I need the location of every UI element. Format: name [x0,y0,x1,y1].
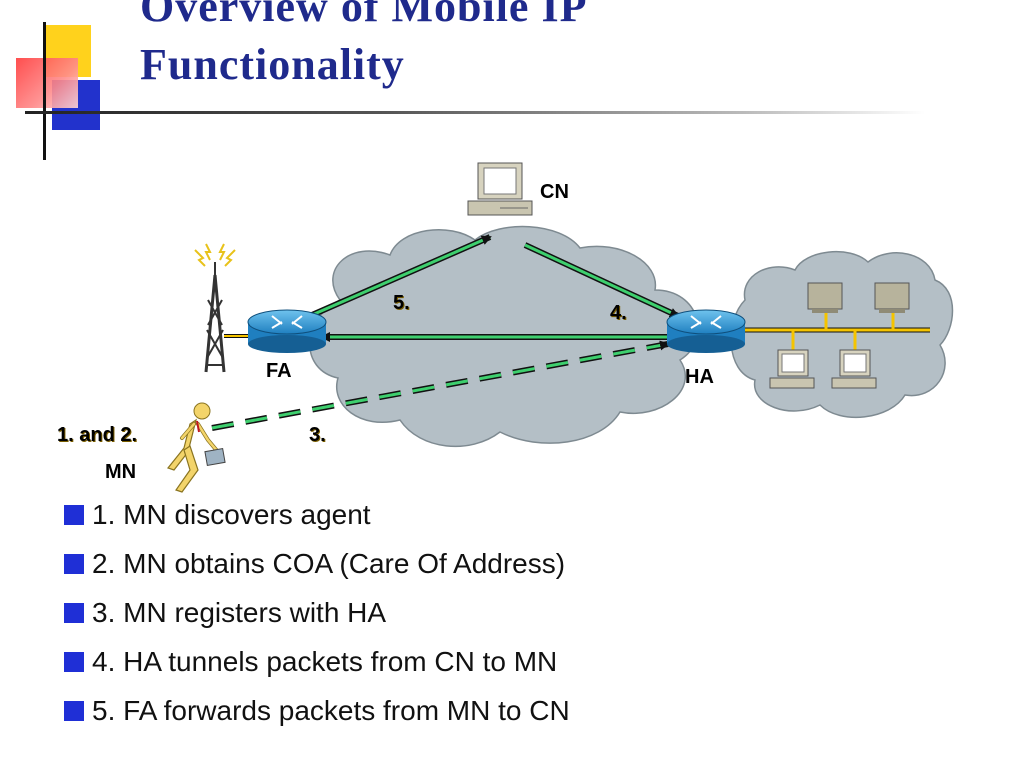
ha-label: HA [685,366,714,388]
bullet-text: 1. MN discovers agent [92,498,371,530]
step-label-1-2: 1. and 2. [57,424,137,446]
fa-label: FA [266,360,292,382]
bullet-item: 2. MN obtains COA (Care Of Address) [64,539,570,588]
bullet-square-icon [64,651,84,672]
bullet-square-icon [64,504,84,525]
steps-bullet-list: 1. MN discovers agent 2. MN obtains COA … [64,490,570,735]
registration-dashed-arrow [211,340,670,431]
bullet-text: 5. FA forwards packets from MN to CN [92,694,570,726]
title-underline [25,111,925,114]
workstation-icon [831,349,877,389]
mn-label: MN [105,461,136,483]
slide-title: Overview of Mobile IP Functionality [140,0,587,94]
bullet-square-icon [64,602,84,623]
workstation-icon [769,349,815,389]
antenna-tower-icon [194,243,250,373]
logo-red-square [16,58,78,108]
bullet-square-icon [64,553,84,574]
foreign-agent-router-icon [247,309,327,353]
slide-title-line1: Overview of Mobile IP [140,0,588,31]
server-icon [874,282,910,313]
bullet-item: 4. HA tunnels packets from CN to MN [64,637,570,686]
server-icon [807,282,843,313]
bullet-item: 3. MN registers with HA [64,588,570,637]
packet-path-arrows [310,234,680,342]
bullet-text: 4. HA tunnels packets from CN to MN [92,645,558,677]
slide-title-line2: Functionality [140,40,405,89]
logo-vertical-line [43,22,46,160]
correspondent-node-computer-icon [467,162,533,216]
bullet-item: 1. MN discovers agent [64,490,570,539]
step-label-5: 5. [393,292,410,314]
home-agent-router-icon [666,309,746,353]
bullet-text: 3. MN registers with HA [92,596,387,628]
step-label-4: 4. [610,302,627,324]
home-network-cloud [730,250,954,418]
bullet-square-icon [64,700,84,721]
mobile-node-person-icon [166,402,226,493]
step-label-3: 3. [309,424,326,446]
bullet-text: 2. MN obtains COA (Care Of Address) [92,547,566,579]
bullet-item: 5. FA forwards packets from MN to CN [64,686,570,735]
cn-label: CN [540,181,569,203]
